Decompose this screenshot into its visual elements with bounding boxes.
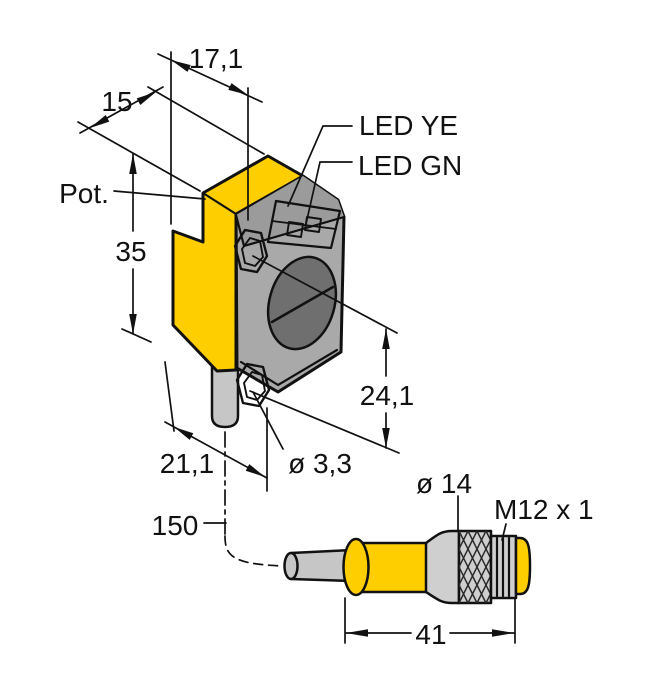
dimension-21-1 bbox=[164, 361, 268, 492]
label-cable-length: 150 bbox=[152, 510, 199, 541]
label-hole-diameter: ø 3,3 bbox=[288, 448, 352, 479]
led-ye-leader-line bbox=[287, 125, 353, 207]
thread-leader-line bbox=[501, 523, 507, 541]
knurled-grip bbox=[457, 529, 493, 605]
dimension-15 bbox=[77, 86, 265, 192]
lens bbox=[266, 255, 338, 351]
label-connector-thread: M12 x 1 bbox=[494, 494, 594, 525]
mounting-boss-bottom bbox=[235, 362, 271, 408]
m12-thread-section bbox=[489, 534, 518, 600]
front-face-left-fold bbox=[234, 213, 246, 248]
boot-flange-ring bbox=[342, 537, 370, 597]
label-housing-width: 17,1 bbox=[189, 43, 244, 74]
dimension-24-1 bbox=[249, 255, 400, 454]
sensor-body bbox=[171, 154, 346, 429]
led-yellow-indicator bbox=[286, 221, 304, 238]
label-housing-height: 35 bbox=[115, 236, 146, 267]
label-hole-spacing: 24,1 bbox=[360, 380, 415, 411]
led-gn-leader-line bbox=[305, 161, 353, 225]
hole-diameter-leader-line bbox=[252, 391, 284, 450]
dimension-lines bbox=[77, 51, 516, 644]
housing-top-fold bbox=[201, 191, 238, 216]
dimension-labels: 17,1 15 Pot. 35 LED YE LED GN 24,1 21,1 … bbox=[59, 43, 594, 650]
connector-collar bbox=[424, 529, 461, 605]
pot-leader-line bbox=[113, 190, 206, 200]
dimension-41 bbox=[344, 597, 516, 644]
housing-top-strip bbox=[236, 176, 344, 246]
connector-tip bbox=[514, 536, 532, 596]
label-pot: Pot. bbox=[59, 178, 109, 209]
cable-end-cap bbox=[283, 551, 299, 581]
label-housing-depth: 15 bbox=[101, 86, 132, 117]
housing-bottom-bevel bbox=[239, 348, 339, 387]
sensor-cable-stub bbox=[210, 356, 240, 429]
dimension-150 bbox=[203, 431, 284, 567]
label-led-yellow: LED YE bbox=[359, 110, 458, 141]
label-connector-length: 41 bbox=[415, 619, 446, 650]
dimension-17-1 bbox=[157, 51, 263, 225]
label-base-depth: 21,1 bbox=[160, 448, 215, 479]
mounting-boss-top bbox=[233, 228, 269, 274]
label-led-green: LED GN bbox=[358, 150, 462, 181]
cable-connector bbox=[283, 529, 532, 605]
label-connector-diameter: ø 14 bbox=[416, 468, 472, 499]
